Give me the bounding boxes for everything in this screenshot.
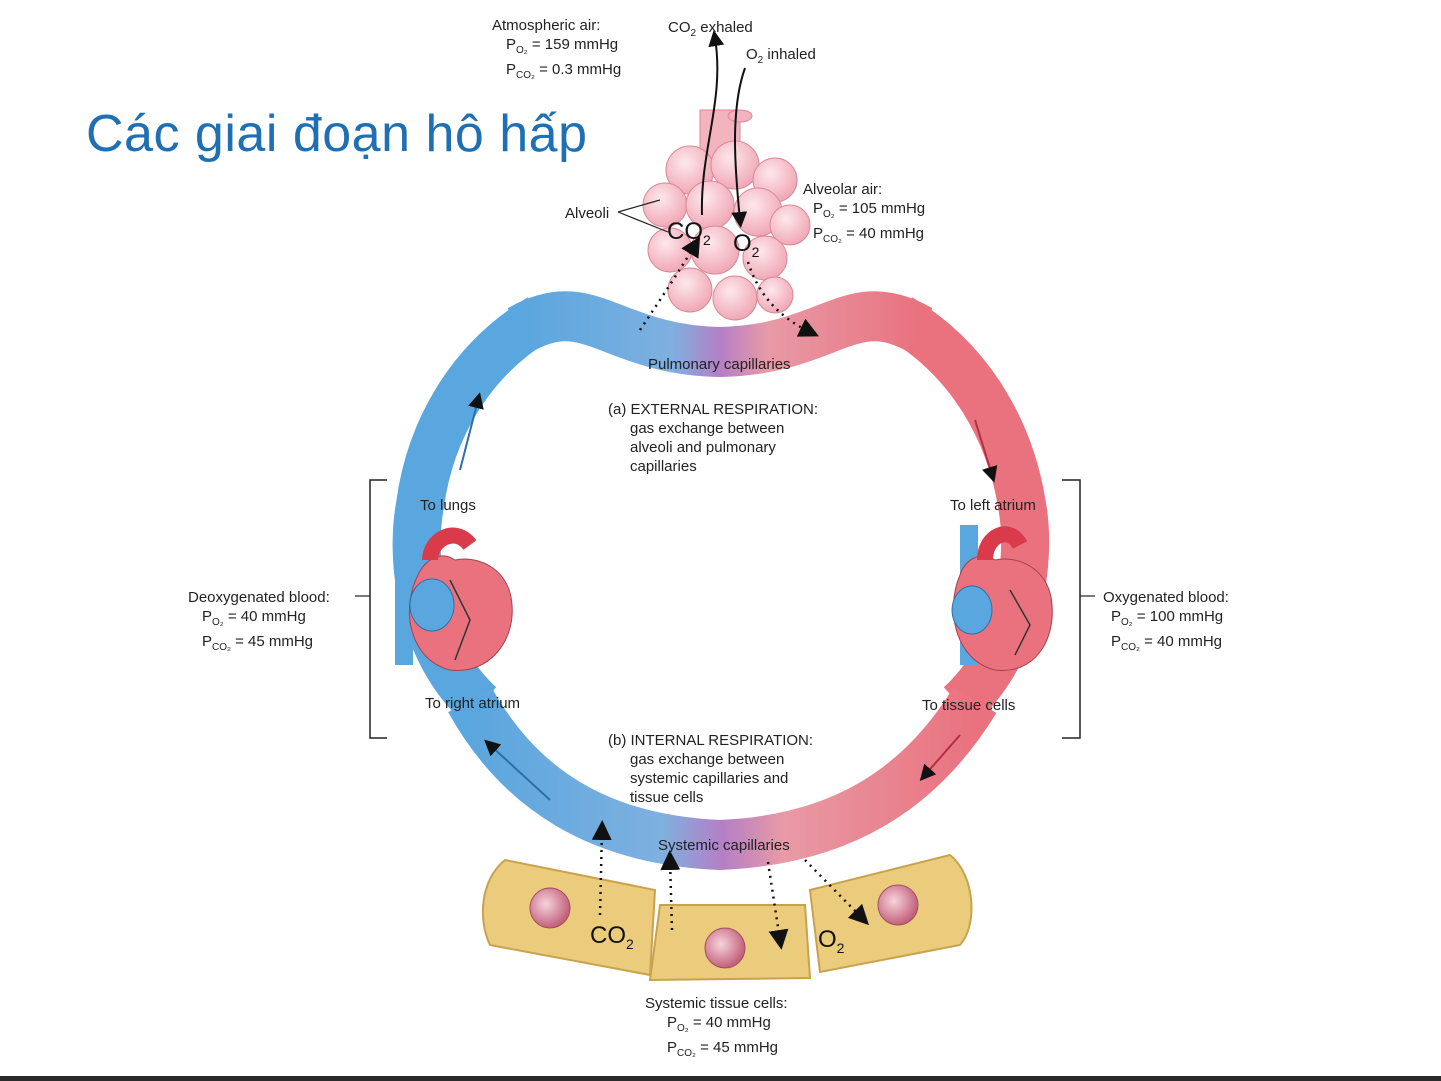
oxygenated-blood-label: Oxygenated blood: PO₂ = 100 mmHg PCO₂ = … bbox=[1103, 588, 1229, 657]
co2-exhaled-label: CO2 exhaled bbox=[668, 19, 753, 39]
bracket-left bbox=[369, 479, 387, 739]
internal-line-1: gas exchange between bbox=[630, 751, 785, 768]
page-title: Các giai đoạn hô hấp bbox=[86, 105, 588, 163]
bottom-bar bbox=[0, 1076, 1441, 1081]
internal-line-3: tissue cells bbox=[630, 789, 704, 806]
external-title: (a) EXTERNAL RESPIRATION: bbox=[608, 401, 819, 418]
o2-alveoli-label: O2 bbox=[733, 230, 760, 260]
to-tissue-cells-label: To tissue cells bbox=[922, 697, 1016, 714]
atmospheric-pco2: PCO₂ = 0.3 mmHg bbox=[506, 61, 622, 81]
pulmonary-capillaries-label: Pulmonary capillaries bbox=[648, 356, 791, 373]
internal-respiration-text: (b) INTERNAL RESPIRATION: gas exchange b… bbox=[608, 731, 813, 807]
pulmonary-capillary-vessel bbox=[507, 291, 933, 378]
tissue-title: Systemic tissue cells: bbox=[645, 995, 788, 1012]
atmospheric-title: Atmospheric air: bbox=[492, 17, 601, 34]
bracket-right bbox=[1062, 479, 1081, 739]
external-line-3: capillaries bbox=[630, 458, 697, 475]
systemic-capillary-vessel bbox=[448, 686, 997, 871]
atmospheric-air-label: Atmospheric air: PO₂ = 159 mmHg PCO₂ = 0… bbox=[492, 16, 621, 85]
alveoli-cluster bbox=[642, 109, 811, 321]
heart-left-icon bbox=[395, 525, 513, 671]
to-left-atrium-label: To left atrium bbox=[950, 497, 1036, 514]
oxy-title: Oxygenated blood: bbox=[1103, 589, 1229, 606]
external-line-1: gas exchange between bbox=[630, 420, 785, 437]
tissue-pco2: PCO₂ = 45 mmHg bbox=[667, 1039, 779, 1059]
deoxy-po2: PO₂ = 40 mmHg bbox=[202, 608, 306, 628]
external-respiration-text: (a) EXTERNAL RESPIRATION: gas exchange b… bbox=[608, 400, 818, 476]
co2-tissue-label: CO2 bbox=[590, 922, 634, 952]
systemic-tissue-cells-label: Systemic tissue cells: PO₂ = 40 mmHg PCO… bbox=[645, 994, 788, 1063]
heart-right-icon bbox=[951, 525, 1053, 671]
external-line-2: alveoli and pulmonary bbox=[630, 439, 776, 456]
alveolar-po2: PO₂ = 105 mmHg bbox=[813, 200, 926, 220]
deoxy-title: Deoxygenated blood: bbox=[188, 589, 330, 606]
alveolar-pco2: PCO₂ = 40 mmHg bbox=[813, 225, 925, 245]
to-lungs-label: To lungs bbox=[420, 497, 476, 514]
tissue-po2: PO₂ = 40 mmHg bbox=[667, 1014, 771, 1034]
deoxygenated-blood-label: Deoxygenated blood: PO₂ = 40 mmHg PCO₂ =… bbox=[188, 588, 330, 657]
oxy-po2: PO₂ = 100 mmHg bbox=[1111, 608, 1224, 628]
internal-title: (b) INTERNAL RESPIRATION: bbox=[608, 732, 814, 749]
alveolar-air-label: Alveolar air: PO₂ = 105 mmHg PCO₂ = 40 m… bbox=[803, 180, 925, 249]
systemic-capillaries-label: Systemic capillaries bbox=[658, 837, 790, 854]
oxy-pco2: PCO₂ = 40 mmHg bbox=[1111, 633, 1223, 653]
alveolar-title: Alveolar air: bbox=[803, 181, 883, 198]
atmospheric-po2: PO₂ = 159 mmHg bbox=[506, 36, 619, 56]
co2-alveoli-label: CO2 bbox=[667, 218, 711, 248]
tissue-cells bbox=[481, 853, 973, 982]
internal-line-2: systemic capillaries and bbox=[630, 770, 789, 787]
o2-tissue-label: O2 bbox=[818, 926, 845, 956]
alveoli-label: Alveoli bbox=[565, 205, 610, 222]
to-right-atrium-label: To right atrium bbox=[425, 695, 521, 712]
deoxy-pco2: PCO₂ = 45 mmHg bbox=[202, 633, 314, 653]
o2-inhaled-label: O2 inhaled bbox=[746, 46, 816, 66]
